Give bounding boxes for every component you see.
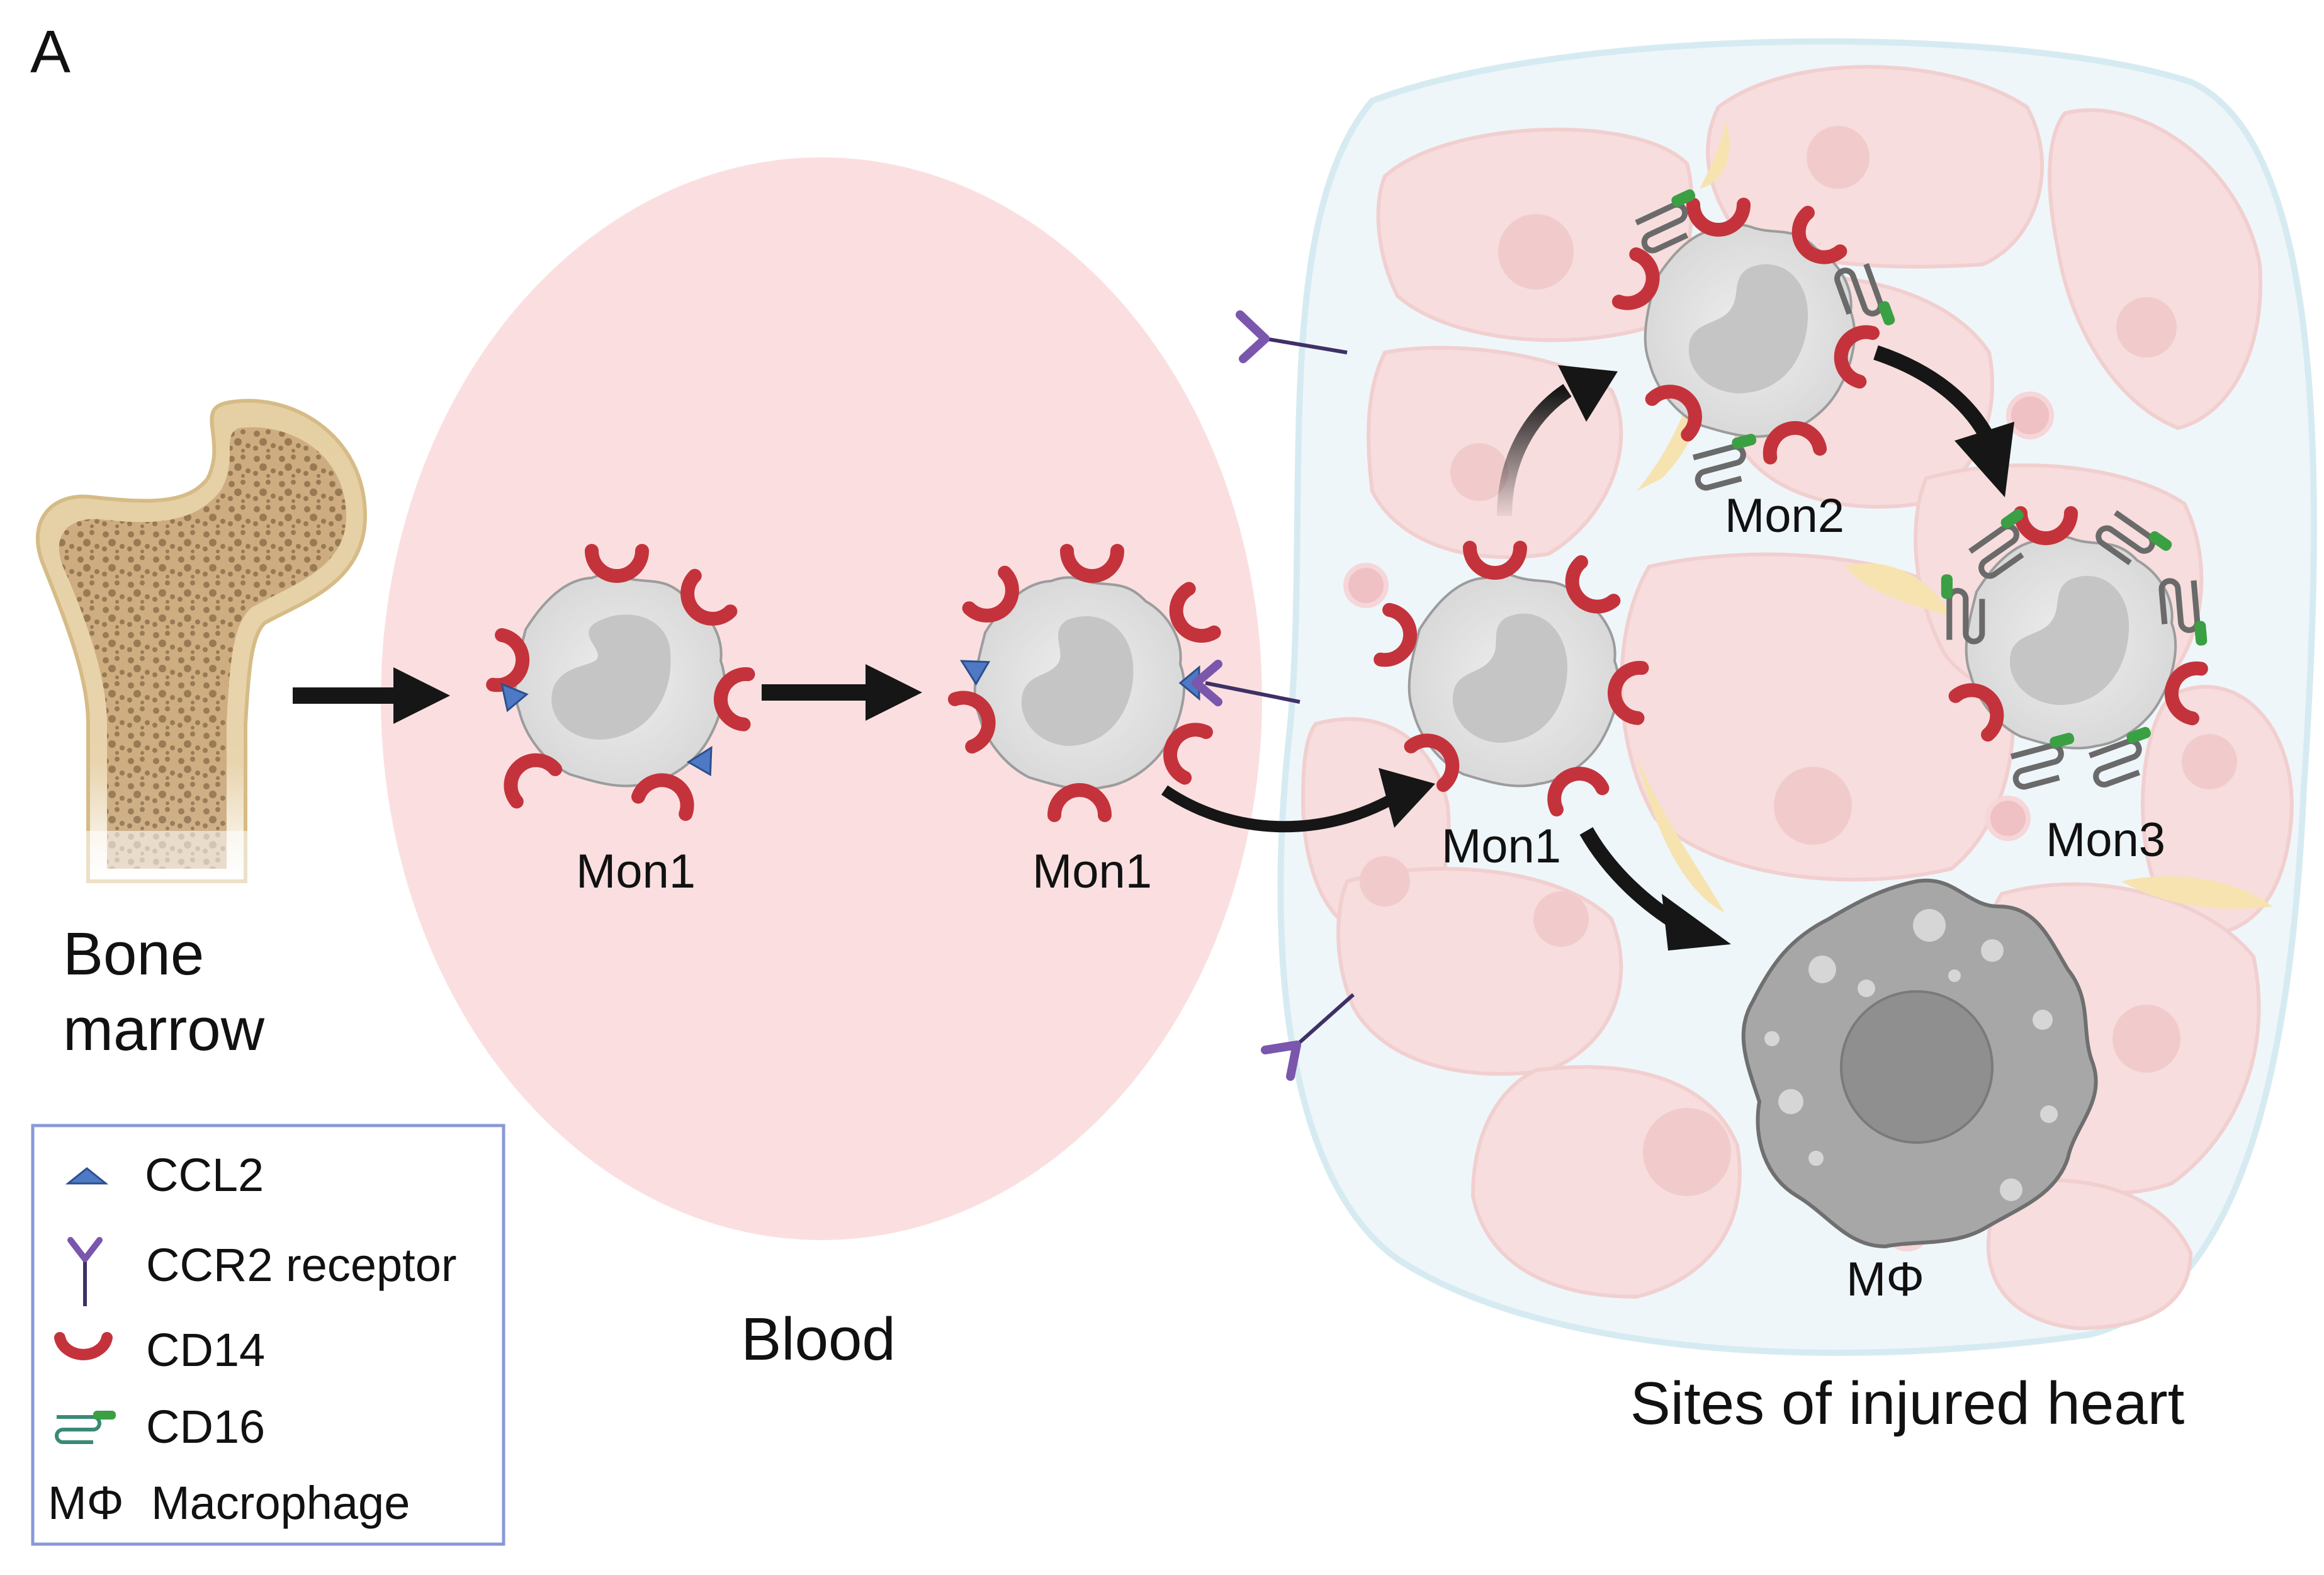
- bone-label-line1: Bone: [63, 920, 204, 988]
- ccl2-icon: [65, 1167, 109, 1185]
- macrophage-label: MΦ: [1846, 1253, 1924, 1306]
- cd14-icon: [54, 1332, 113, 1360]
- legend-ccl2-label: CCL2: [145, 1149, 264, 1201]
- legend-macrophage-abbrev: MΦ: [48, 1477, 124, 1529]
- legend-macrophage-label: Macrophage: [151, 1477, 410, 1529]
- mon1-heart-cell: [1380, 548, 1642, 810]
- bone-label-line2: marrow: [63, 996, 265, 1063]
- cd16-icon: [55, 1411, 116, 1444]
- mon3-cell: [1941, 505, 2208, 789]
- mon1-heart-label: Mon1: [1441, 820, 1561, 873]
- legend-ccr2-label: CCR2 receptor: [146, 1239, 457, 1291]
- ccr2-receptor-bottom: [1261, 993, 1355, 1081]
- mon2-label: Mon2: [1725, 489, 1844, 543]
- mon1-blood-b-cell: [955, 551, 1300, 815]
- arrows: [293, 345, 2014, 951]
- macrophage-cell: [1741, 878, 2098, 1249]
- mon1-blood-a-cell: [492, 551, 748, 814]
- panel-label: A: [30, 18, 71, 86]
- mon3-label: Mon3: [2046, 813, 2165, 867]
- mon1-blood-b-label: Mon1: [1032, 845, 1152, 898]
- bone-marrow-illustration: [36, 398, 368, 900]
- mon1-blood-a-label: Mon1: [576, 845, 696, 898]
- ccr2-receptor-icon: [67, 1237, 103, 1306]
- ccr2-receptor-top: [1236, 310, 1348, 363]
- legend-cd14-label: CD14: [146, 1324, 265, 1376]
- legend: CCL2 CCR2 receptor CD14 CD16 MΦ Macropha…: [31, 1124, 505, 1546]
- heart-label: Sites of injured heart: [1630, 1370, 2185, 1437]
- blood-label: Blood: [741, 1306, 896, 1373]
- mon2-cell: [1619, 188, 1897, 490]
- legend-cd16-label: CD16: [146, 1401, 265, 1453]
